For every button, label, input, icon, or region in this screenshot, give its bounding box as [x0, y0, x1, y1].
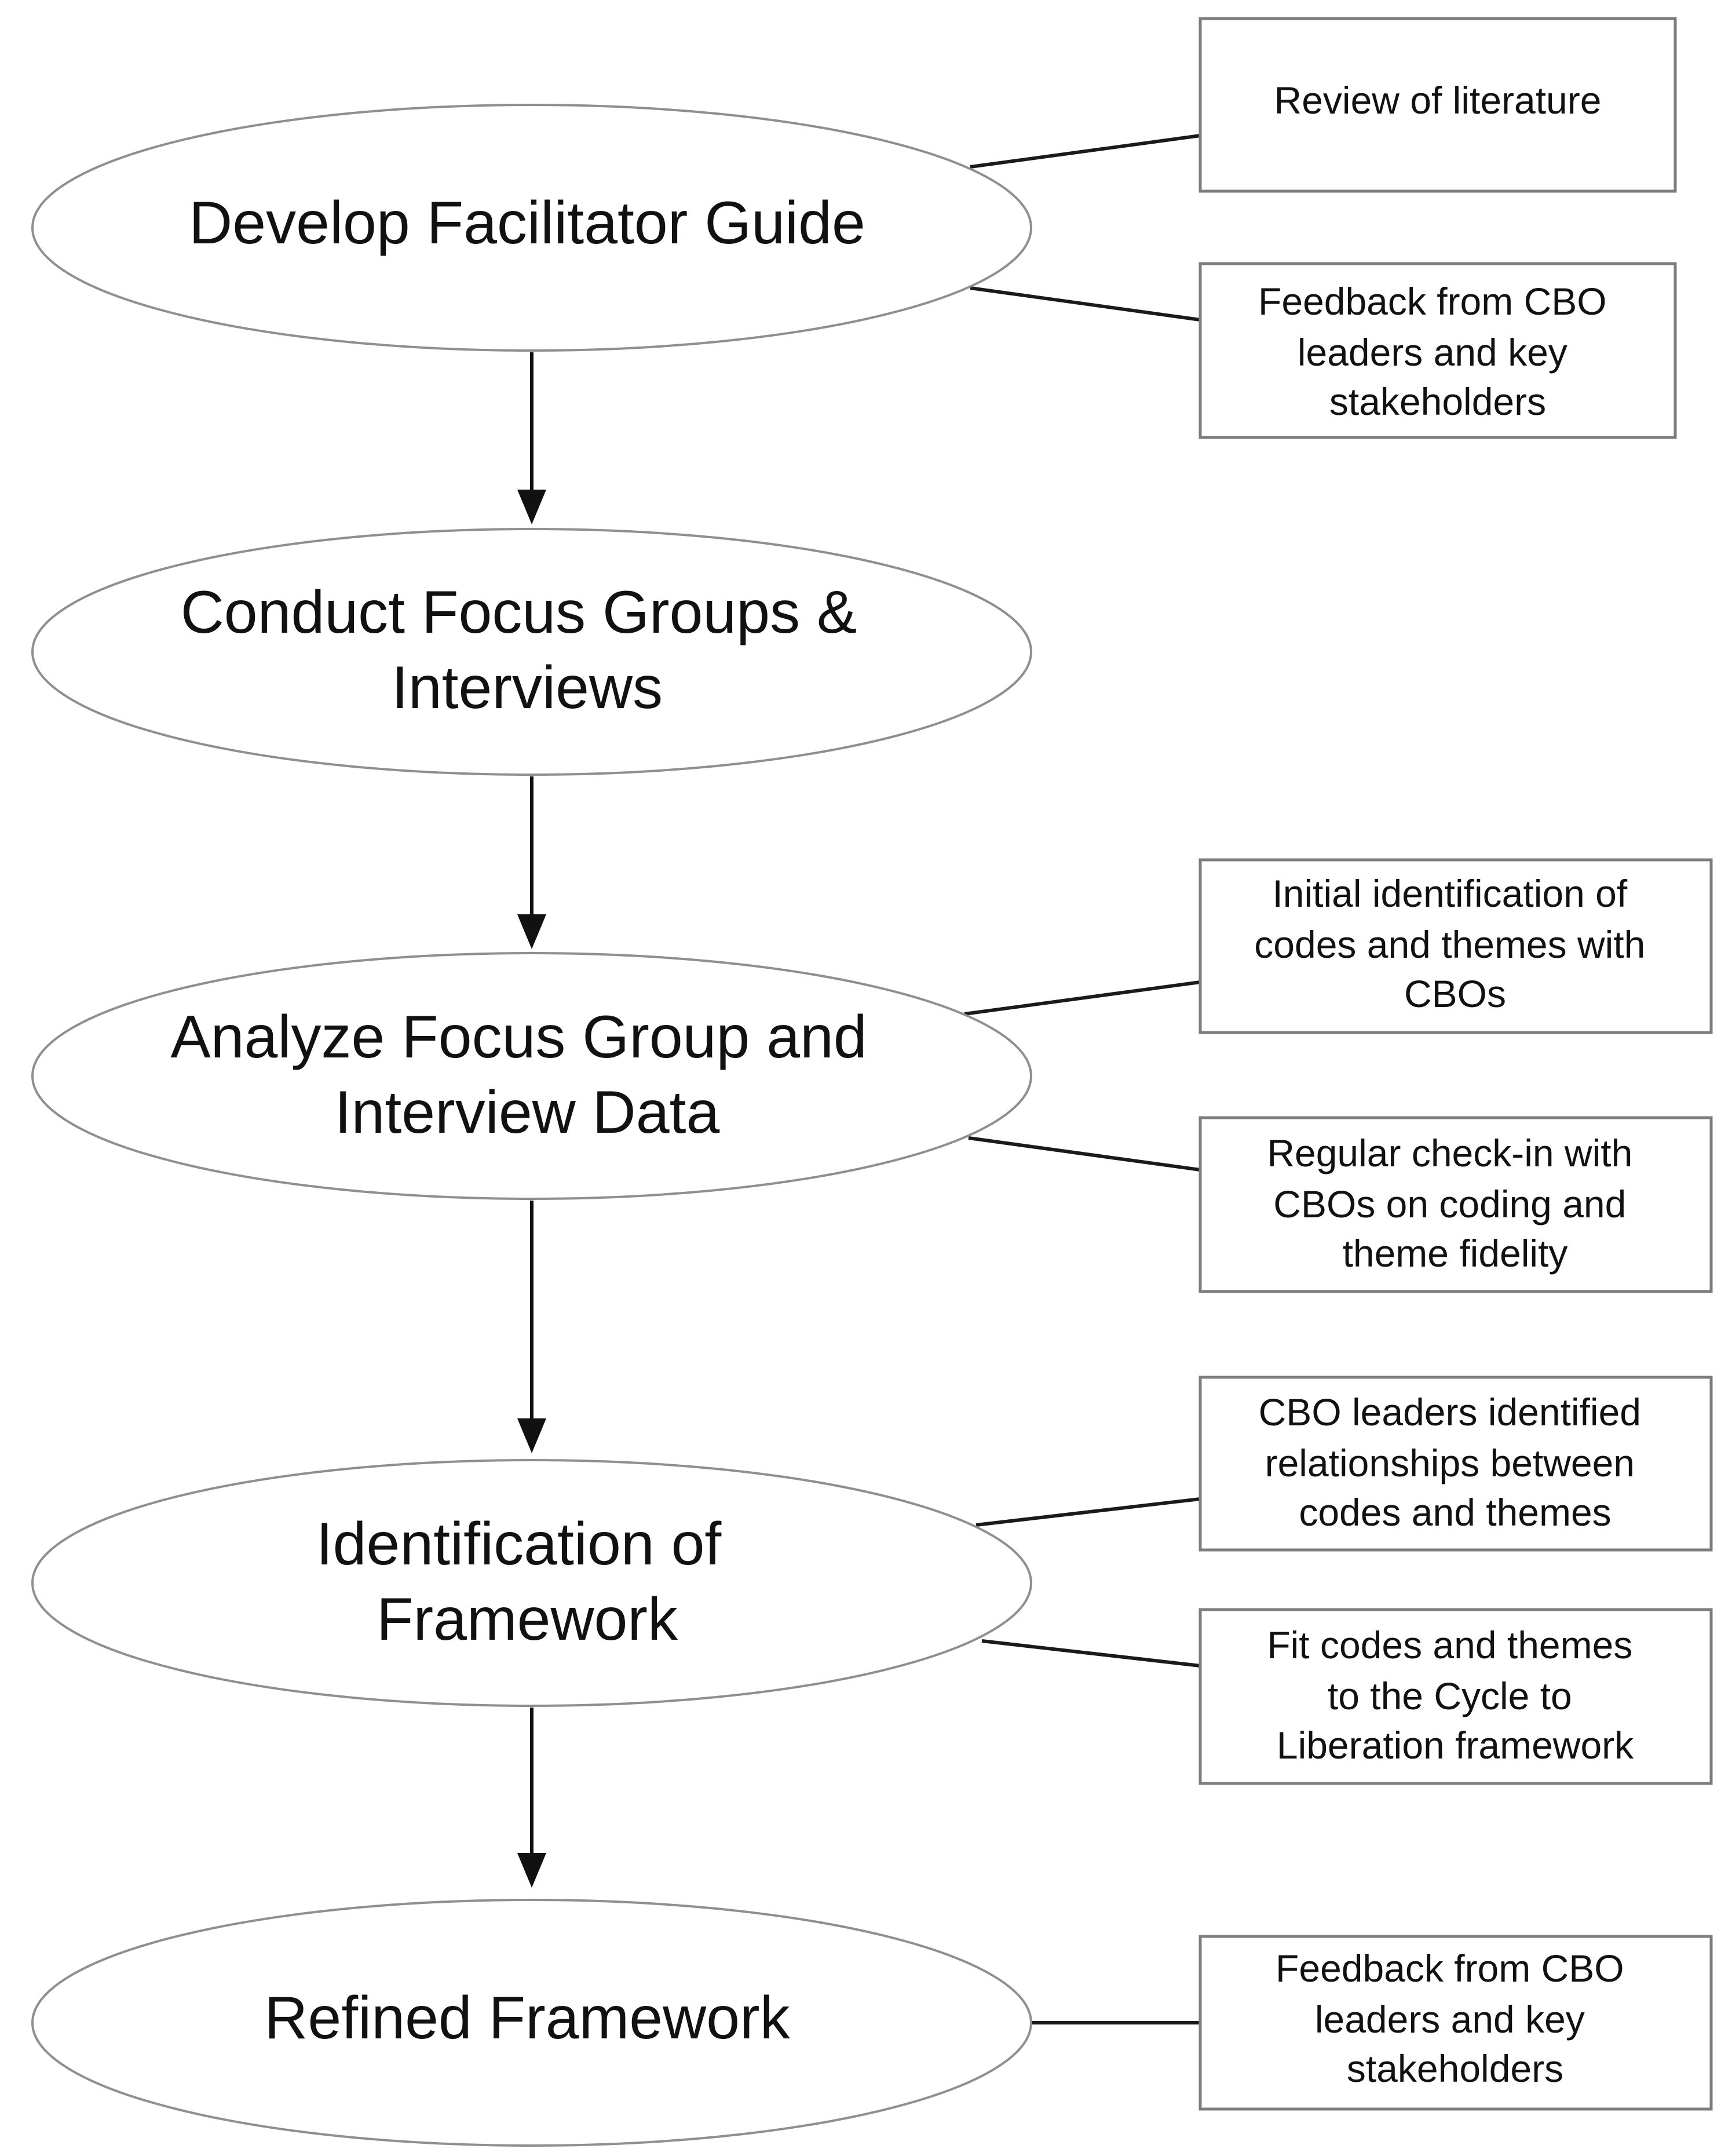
note-regular-check-in: Regular check-in with CBOs on coding and… [1198, 1116, 1713, 1293]
svg-text:Fit codes and themes t: Fit codes and themes to the Cycle to Lib… [1267, 1624, 1643, 1767]
note-5-line-2: relationships between [1265, 1442, 1635, 1484]
step-2-line-2: Interviews [392, 654, 663, 721]
svg-text:Review of literature: Review of literature [1274, 79, 1602, 122]
note-feedback-cbo-leaders-final: Feedback from CBO leaders and key stakeh… [1198, 1935, 1713, 2111]
step-develop-facilitator-guide: Develop Facilitator Guide [31, 104, 1032, 352]
step-3-line-2: Interview Data [335, 1079, 720, 1146]
note-4-line-1: Regular check-in with [1267, 1132, 1632, 1174]
connector-note-4 [968, 1136, 1201, 1172]
step-analyze-data: Analyze Focus Group and Interview Data [31, 952, 1032, 1200]
svg-text:Develop Facilitator Guide: Develop Facilitator Guide [189, 189, 865, 257]
note-6-line-3: Liberation framework [1277, 1724, 1634, 1767]
arrow-step-2-to-3 [517, 776, 546, 949]
connector-note-6 [981, 1639, 1201, 1668]
note-2-line-3: stakeholders [1329, 380, 1546, 423]
connector-note-5 [975, 1497, 1201, 1527]
note-7-line-1: Feedback from CBO [1276, 1947, 1624, 1990]
svg-text:CBO leaders identified: CBO leaders identified relationships bet… [1259, 1391, 1652, 1534]
step-4-line-1: Identification of [316, 1511, 722, 1578]
note-connectors [964, 134, 1201, 2024]
svg-text:Feedback from CBO lead: Feedback from CBO leaders and key stakeh… [1258, 280, 1617, 423]
svg-text:Regular check-in with: Regular check-in with CBOs on coding and… [1267, 1132, 1643, 1275]
side-notes: Review of literature Feedback from CBO l… [1198, 17, 1713, 2111]
note-7-line-3: stakeholders [1347, 2047, 1563, 2090]
step-5-line-1: Refined Framework [264, 1984, 790, 2052]
step-3-line-1: Analyze Focus Group and [170, 1004, 867, 1071]
svg-text:Initial identification of: Initial identification of codes and them… [1254, 872, 1656, 1015]
note-7-line-2: leaders and key [1315, 1998, 1585, 2041]
step-1-line-1: Develop Facilitator Guide [189, 189, 865, 257]
arrow-step-1-to-2 [517, 352, 546, 524]
connector-note-1 [970, 134, 1201, 169]
connector-note-2 [970, 286, 1201, 322]
note-3-line-3: CBOs [1404, 972, 1506, 1015]
flow-arrows [517, 352, 546, 1888]
connector-note-3 [964, 980, 1201, 1016]
arrow-step-4-to-5 [517, 1708, 546, 1888]
note-6-line-2: to the Cycle to [1328, 1675, 1572, 1717]
step-2-line-1: Conduct Focus Groups & [181, 579, 857, 646]
svg-text:Refined Framework: Refined Framework [264, 1984, 790, 2052]
note-5-line-3: codes and themes [1299, 1491, 1611, 1534]
note-2-line-1: Feedback from CBO [1258, 280, 1607, 323]
svg-text:Identification of Fram: Identification of Framework [316, 1511, 738, 1653]
note-2-line-2: leaders and key [1298, 331, 1567, 374]
svg-text:Conduct Focus Groups &: Conduct Focus Groups & Interviews [181, 579, 874, 721]
note-4-line-3: theme fidelity [1343, 1232, 1568, 1275]
note-5-line-1: CBO leaders identified [1259, 1391, 1641, 1433]
note-fit-codes-and-themes: Fit codes and themes to the Cycle to Lib… [1198, 1608, 1713, 1785]
note-feedback-cbo-leaders: Feedback from CBO leaders and key stakeh… [1198, 262, 1677, 439]
svg-text:Feedback from CBO lead: Feedback from CBO leaders and key stakeh… [1276, 1947, 1635, 2090]
note-4-line-2: CBOs on coding and [1273, 1183, 1626, 1225]
step-conduct-focus-groups: Conduct Focus Groups & Interviews [31, 528, 1032, 776]
note-3-line-1: Initial identification of [1272, 872, 1627, 915]
note-review-of-literature: Review of literature [1198, 17, 1677, 193]
step-4-line-2: Framework [377, 1586, 678, 1653]
note-1-line-1: Review of literature [1274, 79, 1602, 122]
process-steps: Develop Facilitator Guide Conduct Focus … [31, 104, 1032, 2147]
note-cbo-leaders-identified: CBO leaders identified relationships bet… [1198, 1376, 1713, 1552]
svg-text:Analyze Focus Group and: Analyze Focus Group and Interview Data [170, 1004, 883, 1146]
note-3-line-2: codes and themes with [1254, 923, 1645, 966]
note-initial-identification: Initial identification of codes and them… [1198, 858, 1713, 1034]
arrow-step-3-to-4 [517, 1201, 546, 1453]
note-6-line-1: Fit codes and themes [1267, 1624, 1632, 1666]
step-refined-framework: Refined Framework [31, 1899, 1032, 2147]
step-identification-of-framework: Identification of Framework [31, 1459, 1032, 1707]
